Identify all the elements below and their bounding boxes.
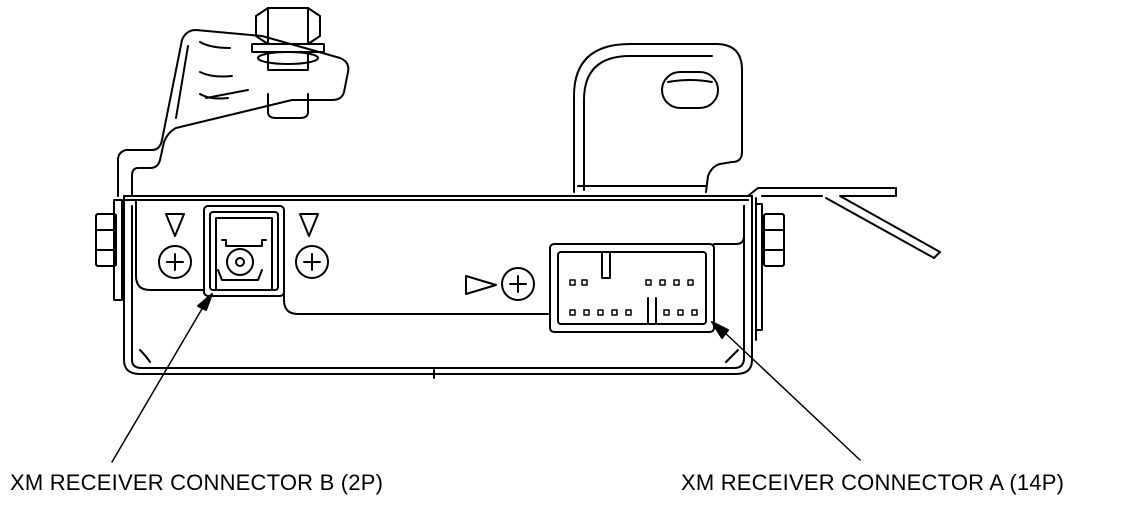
screw-middle-icon <box>296 214 328 278</box>
screw-right-icon <box>466 268 534 300</box>
connector-b <box>204 206 284 296</box>
connector-b-label: XM RECEIVER CONNECTOR B (2P) <box>10 470 384 495</box>
left-mounting-bracket <box>118 30 348 196</box>
leader-line-connector-a <box>712 322 860 460</box>
connector-a <box>550 244 714 332</box>
right-side-flange <box>748 188 940 340</box>
left-side-nut <box>96 200 122 300</box>
screw-left-icon <box>159 214 191 278</box>
bolt-icon <box>252 8 324 118</box>
connector-a-label: XM RECEIVER CONNECTOR A (14P) <box>681 470 1065 495</box>
receiver-housing <box>124 196 752 378</box>
leader-line-connector-b <box>112 294 212 462</box>
right-mounting-bracket <box>574 44 742 192</box>
right-side-nut <box>756 204 784 330</box>
